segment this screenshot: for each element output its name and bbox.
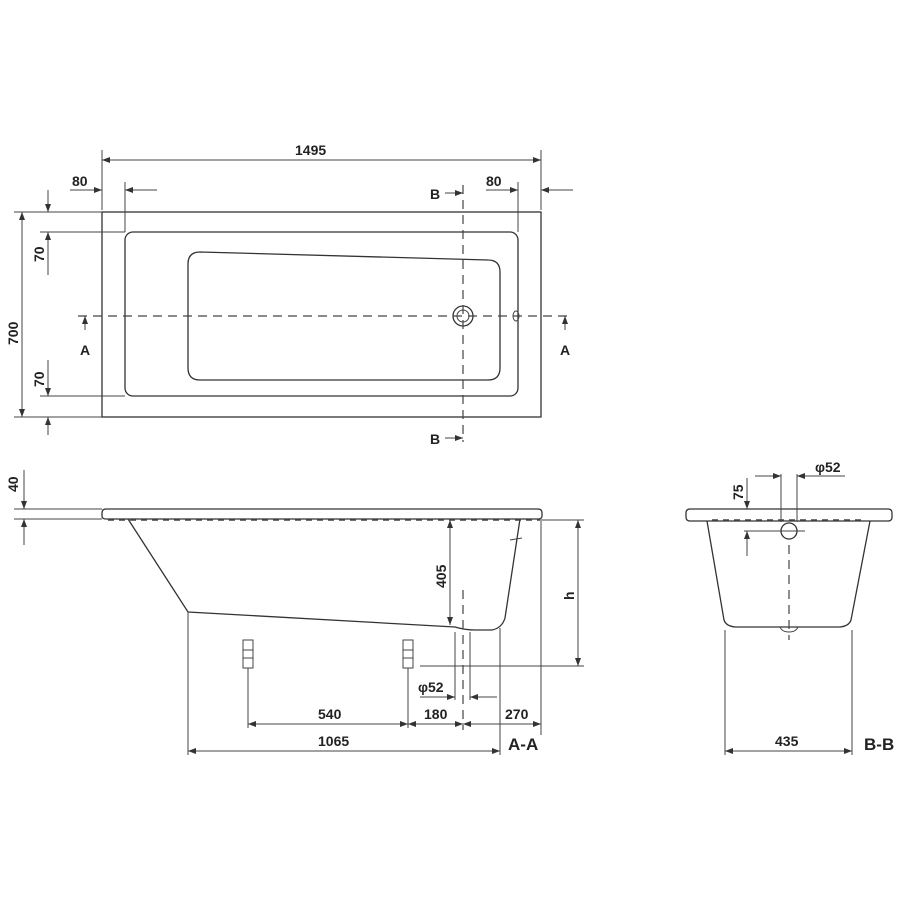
top-view: A A B B 1495 80 80 700 70 70	[5, 142, 573, 447]
section-aa-title: A-A	[508, 735, 538, 754]
section-b-top-label: B	[430, 186, 440, 202]
basin	[187, 251, 501, 381]
width-dimension: 700	[5, 321, 21, 345]
depth-dimension: 405	[433, 564, 449, 588]
foot-end-dimension: 1065	[318, 733, 349, 749]
foot-right	[402, 639, 414, 728]
bottom-width-dimension: 435	[775, 733, 799, 749]
feet-spacing-dimension: 540	[318, 706, 342, 722]
section-b-bottom-label: B	[430, 431, 440, 447]
rim-profile-bb	[685, 508, 893, 522]
length-dimension: 1495	[295, 142, 326, 158]
rim-top-dimension: 70	[31, 246, 47, 262]
rim-inner	[124, 231, 519, 397]
rim-right-dimension: 80	[486, 173, 502, 189]
height-dimension: h	[561, 591, 577, 600]
overflow-diameter-aa: φ52	[418, 679, 444, 695]
foot-left	[242, 639, 254, 728]
drain-foot-dimension: 180	[424, 706, 448, 722]
overflow-diameter-bb: φ52	[815, 459, 841, 475]
section-bb-title: B-B	[864, 735, 894, 754]
tub-outline	[101, 211, 542, 418]
section-a-left-label: A	[80, 342, 90, 358]
section-bb: φ52 75 435 B-B	[685, 459, 894, 755]
rim-profile	[101, 508, 543, 520]
overflow-offset-dimension: 75	[730, 484, 746, 500]
rim-left-dimension: 80	[72, 173, 88, 189]
section-aa: φ52 40 405 h 540 180 270 1065 A-A	[5, 470, 584, 755]
tub-profile-bb	[706, 520, 871, 628]
drain-end-dimension: 270	[505, 706, 529, 722]
rim-thickness-dimension: 40	[5, 476, 21, 492]
section-a-right-label: A	[560, 342, 570, 358]
tub-profile	[127, 518, 521, 631]
rim-bottom-dimension: 70	[31, 371, 47, 387]
